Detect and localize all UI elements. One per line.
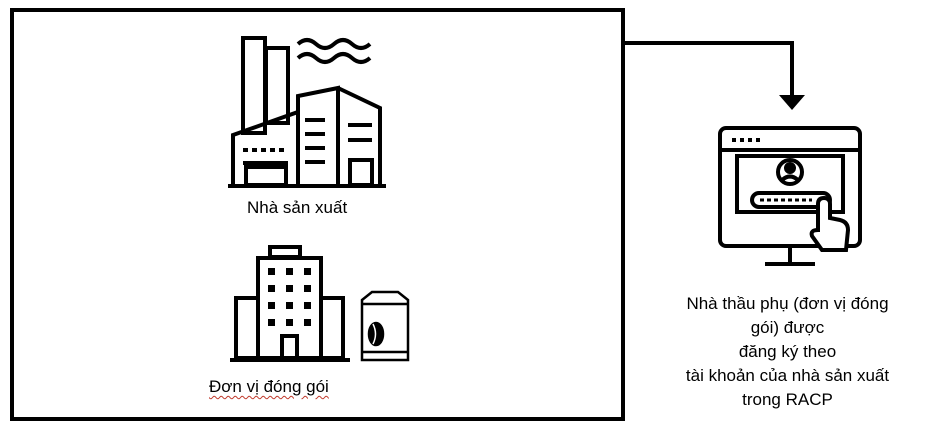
computer-login-icon — [718, 126, 862, 266]
description-line: tài khoản của nhà sản xuất — [685, 366, 890, 385]
factory-label: Nhà sản xuất — [247, 198, 348, 217]
description-line: đăng ký theo — [738, 342, 837, 361]
packing-unit-label: Đơn vị đóng gói — [209, 377, 329, 396]
factory-icon — [228, 36, 386, 188]
connector-arrow — [625, 41, 805, 110]
description-line: Nhà thầu phụ (đơn vị đóng — [686, 294, 889, 313]
description-line: trong RACP — [742, 390, 833, 409]
coffee-bag-icon — [360, 290, 410, 362]
producer-group-frame — [10, 8, 625, 421]
description-line: gói) được — [750, 318, 825, 337]
subcontractor-description: Nhà thầu phụ (đơn vị đóng gói) được đăng… — [650, 292, 925, 412]
office-building-icon — [230, 245, 350, 362]
